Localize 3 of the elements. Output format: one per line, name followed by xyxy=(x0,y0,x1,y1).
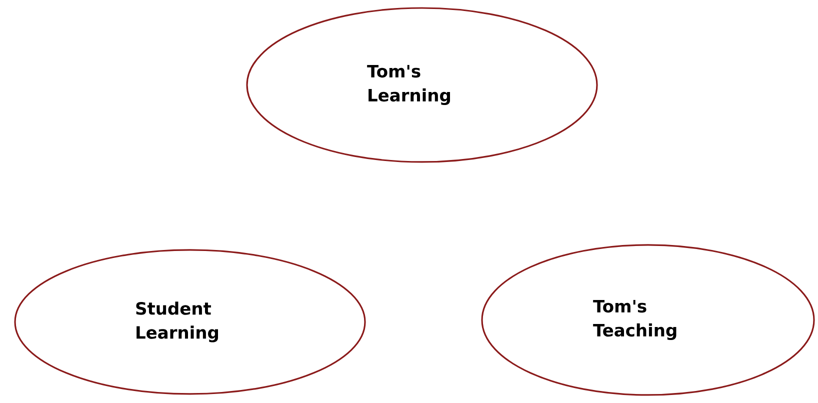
ellipse-node: Tom's Teaching xyxy=(481,244,815,396)
ellipse-node: Tom's Learning xyxy=(246,7,598,163)
ellipse-node: Student Learning xyxy=(14,249,366,395)
